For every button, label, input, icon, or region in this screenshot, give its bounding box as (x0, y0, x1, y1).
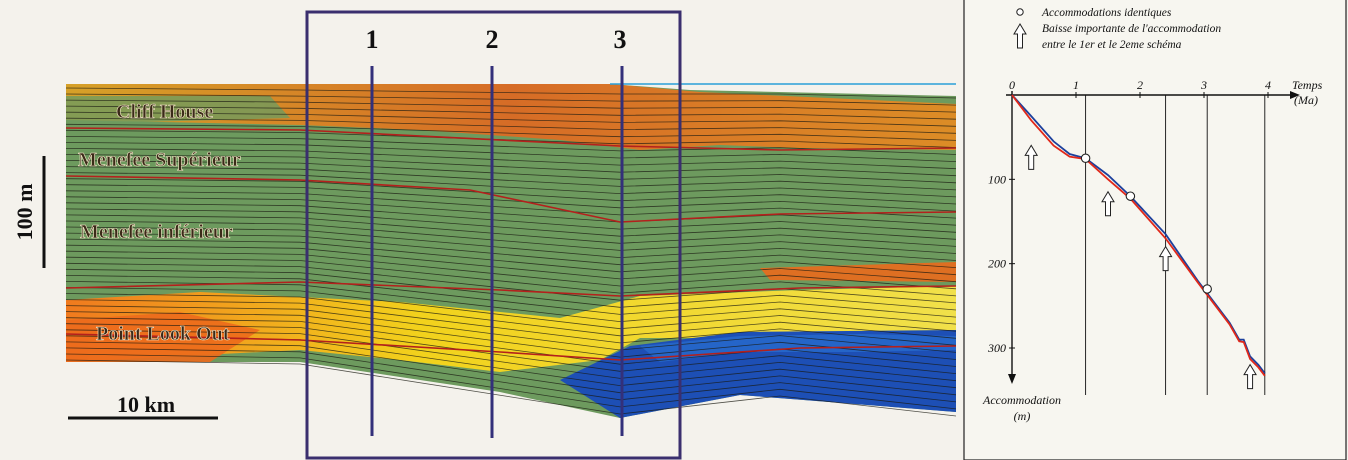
unit-label: Menefee inférieur (80, 221, 233, 243)
strata-line (65, 262, 957, 304)
strata-line (65, 244, 957, 283)
strata-line (65, 347, 957, 403)
legend-arrow-label-1: Baisse importante de l'accommodation (1042, 23, 1221, 35)
strata-line (65, 250, 957, 290)
strata-line (65, 268, 957, 311)
strata-line (65, 172, 957, 198)
strata-line (65, 293, 957, 339)
strata-line (65, 190, 957, 219)
profile-number-3: 3 (614, 25, 627, 54)
y-tick-label: 300 (987, 341, 1006, 355)
strata-line (65, 111, 957, 127)
strata-line (65, 160, 957, 184)
strata-line (65, 123, 957, 141)
legend-circle-label: Accommodations identiques (1041, 7, 1172, 19)
accommodation-series-2 (1011, 94, 1266, 377)
accommodation-drop-arrow-icon (1158, 245, 1173, 272)
x-axis-arrow-icon (1290, 91, 1300, 99)
identical-accommodation-point (1080, 153, 1091, 164)
profile-number-1: 1 (366, 25, 379, 54)
accommodation-drop-arrow-icon (1243, 363, 1257, 390)
strata-line (65, 287, 957, 332)
x-tick-label: 3 (1200, 78, 1207, 92)
legend-circle-icon (1016, 8, 1024, 16)
strata-line (65, 105, 957, 120)
strata-line (65, 178, 957, 205)
section-frame (305, 10, 682, 460)
strata-line (65, 341, 957, 396)
identical-accommodation-point (1125, 191, 1136, 201)
unit-label: Cliff House (116, 101, 213, 123)
y-tick-label: 200 (988, 257, 1006, 271)
strata-line (65, 142, 957, 162)
strata-line (65, 129, 957, 148)
y-axis-label: Accommodation (982, 393, 1061, 407)
y-tick-label: 100 (988, 172, 1006, 186)
profile-numbers: 1 2 3 (366, 25, 627, 54)
strata-line (65, 299, 957, 346)
orange-lens-right (760, 262, 956, 282)
y-axis-arrow-icon (1008, 374, 1016, 384)
key-surfaces (65, 127, 957, 361)
strata-line (65, 238, 957, 276)
strata-line (65, 208, 957, 240)
unit-label: Menefee Supérieur (78, 149, 241, 171)
strata-line (65, 220, 957, 254)
x-tick-label: 0 (1009, 78, 1015, 92)
accommodation-drop-arrow-icon (1101, 190, 1115, 217)
strata-line (65, 275, 957, 318)
strata-lines (65, 87, 957, 417)
x-axis-label: Temps (1292, 78, 1323, 92)
horizontal-scale: 10 km (68, 392, 218, 420)
vertical-scale: 100 m (12, 156, 46, 268)
strata-line (65, 214, 957, 247)
unit-labels: Cliff House Menefee Supérieur Menefee in… (78, 101, 241, 346)
strata-line (65, 87, 957, 99)
cross-section: Cliff House Menefee Supérieur Menefee in… (65, 83, 957, 418)
accommodation-drop-arrow-icon (1024, 144, 1039, 170)
strata-line (65, 256, 957, 297)
strata-line (65, 317, 957, 367)
x-tick-label: 2 (1137, 78, 1143, 92)
strata-line (65, 232, 957, 268)
unit-label: Point Look Out (96, 323, 230, 345)
strata-line (65, 154, 957, 177)
horizontal-scale-label: 10 km (117, 392, 175, 417)
strata-line (65, 329, 957, 382)
strata-line (65, 99, 957, 113)
strata-line (65, 359, 957, 417)
strata-line (65, 93, 957, 106)
strata-line (65, 305, 957, 353)
chart-frame (963, 0, 1347, 460)
legend-arrow-label-2: entre le 1er et le 2eme schéma (1042, 39, 1182, 51)
strata-line (65, 117, 957, 134)
strata-line (65, 166, 957, 191)
vertical-scale-label: 100 m (12, 184, 37, 241)
chart-panel: Accommodations identiques Baisse importa… (963, 0, 1347, 460)
x-tick-label: 4 (1265, 78, 1271, 92)
strata-line (65, 226, 957, 261)
strata-line (65, 184, 957, 212)
identical-accommodation-point (1202, 284, 1212, 294)
cliff-house-green (66, 96, 290, 124)
x-tick-label: 1 (1073, 78, 1079, 92)
strata-line (65, 323, 957, 374)
accommodation-series-1 (1011, 94, 1266, 374)
x-axis-unit: (Ma) (1294, 93, 1318, 107)
y-axis-unit: (m) (1014, 409, 1031, 423)
strata-line (65, 202, 957, 233)
strata-line (65, 148, 957, 170)
profile-lines (370, 66, 624, 438)
legend-arrow-icon (1013, 23, 1027, 49)
strata-line (65, 353, 957, 410)
profile-number-2: 2 (486, 25, 499, 54)
accommodation-chart: 0 1 2 3 4 100 200 300 Temps(Ma) Accommodation (m) (982, 78, 1323, 423)
